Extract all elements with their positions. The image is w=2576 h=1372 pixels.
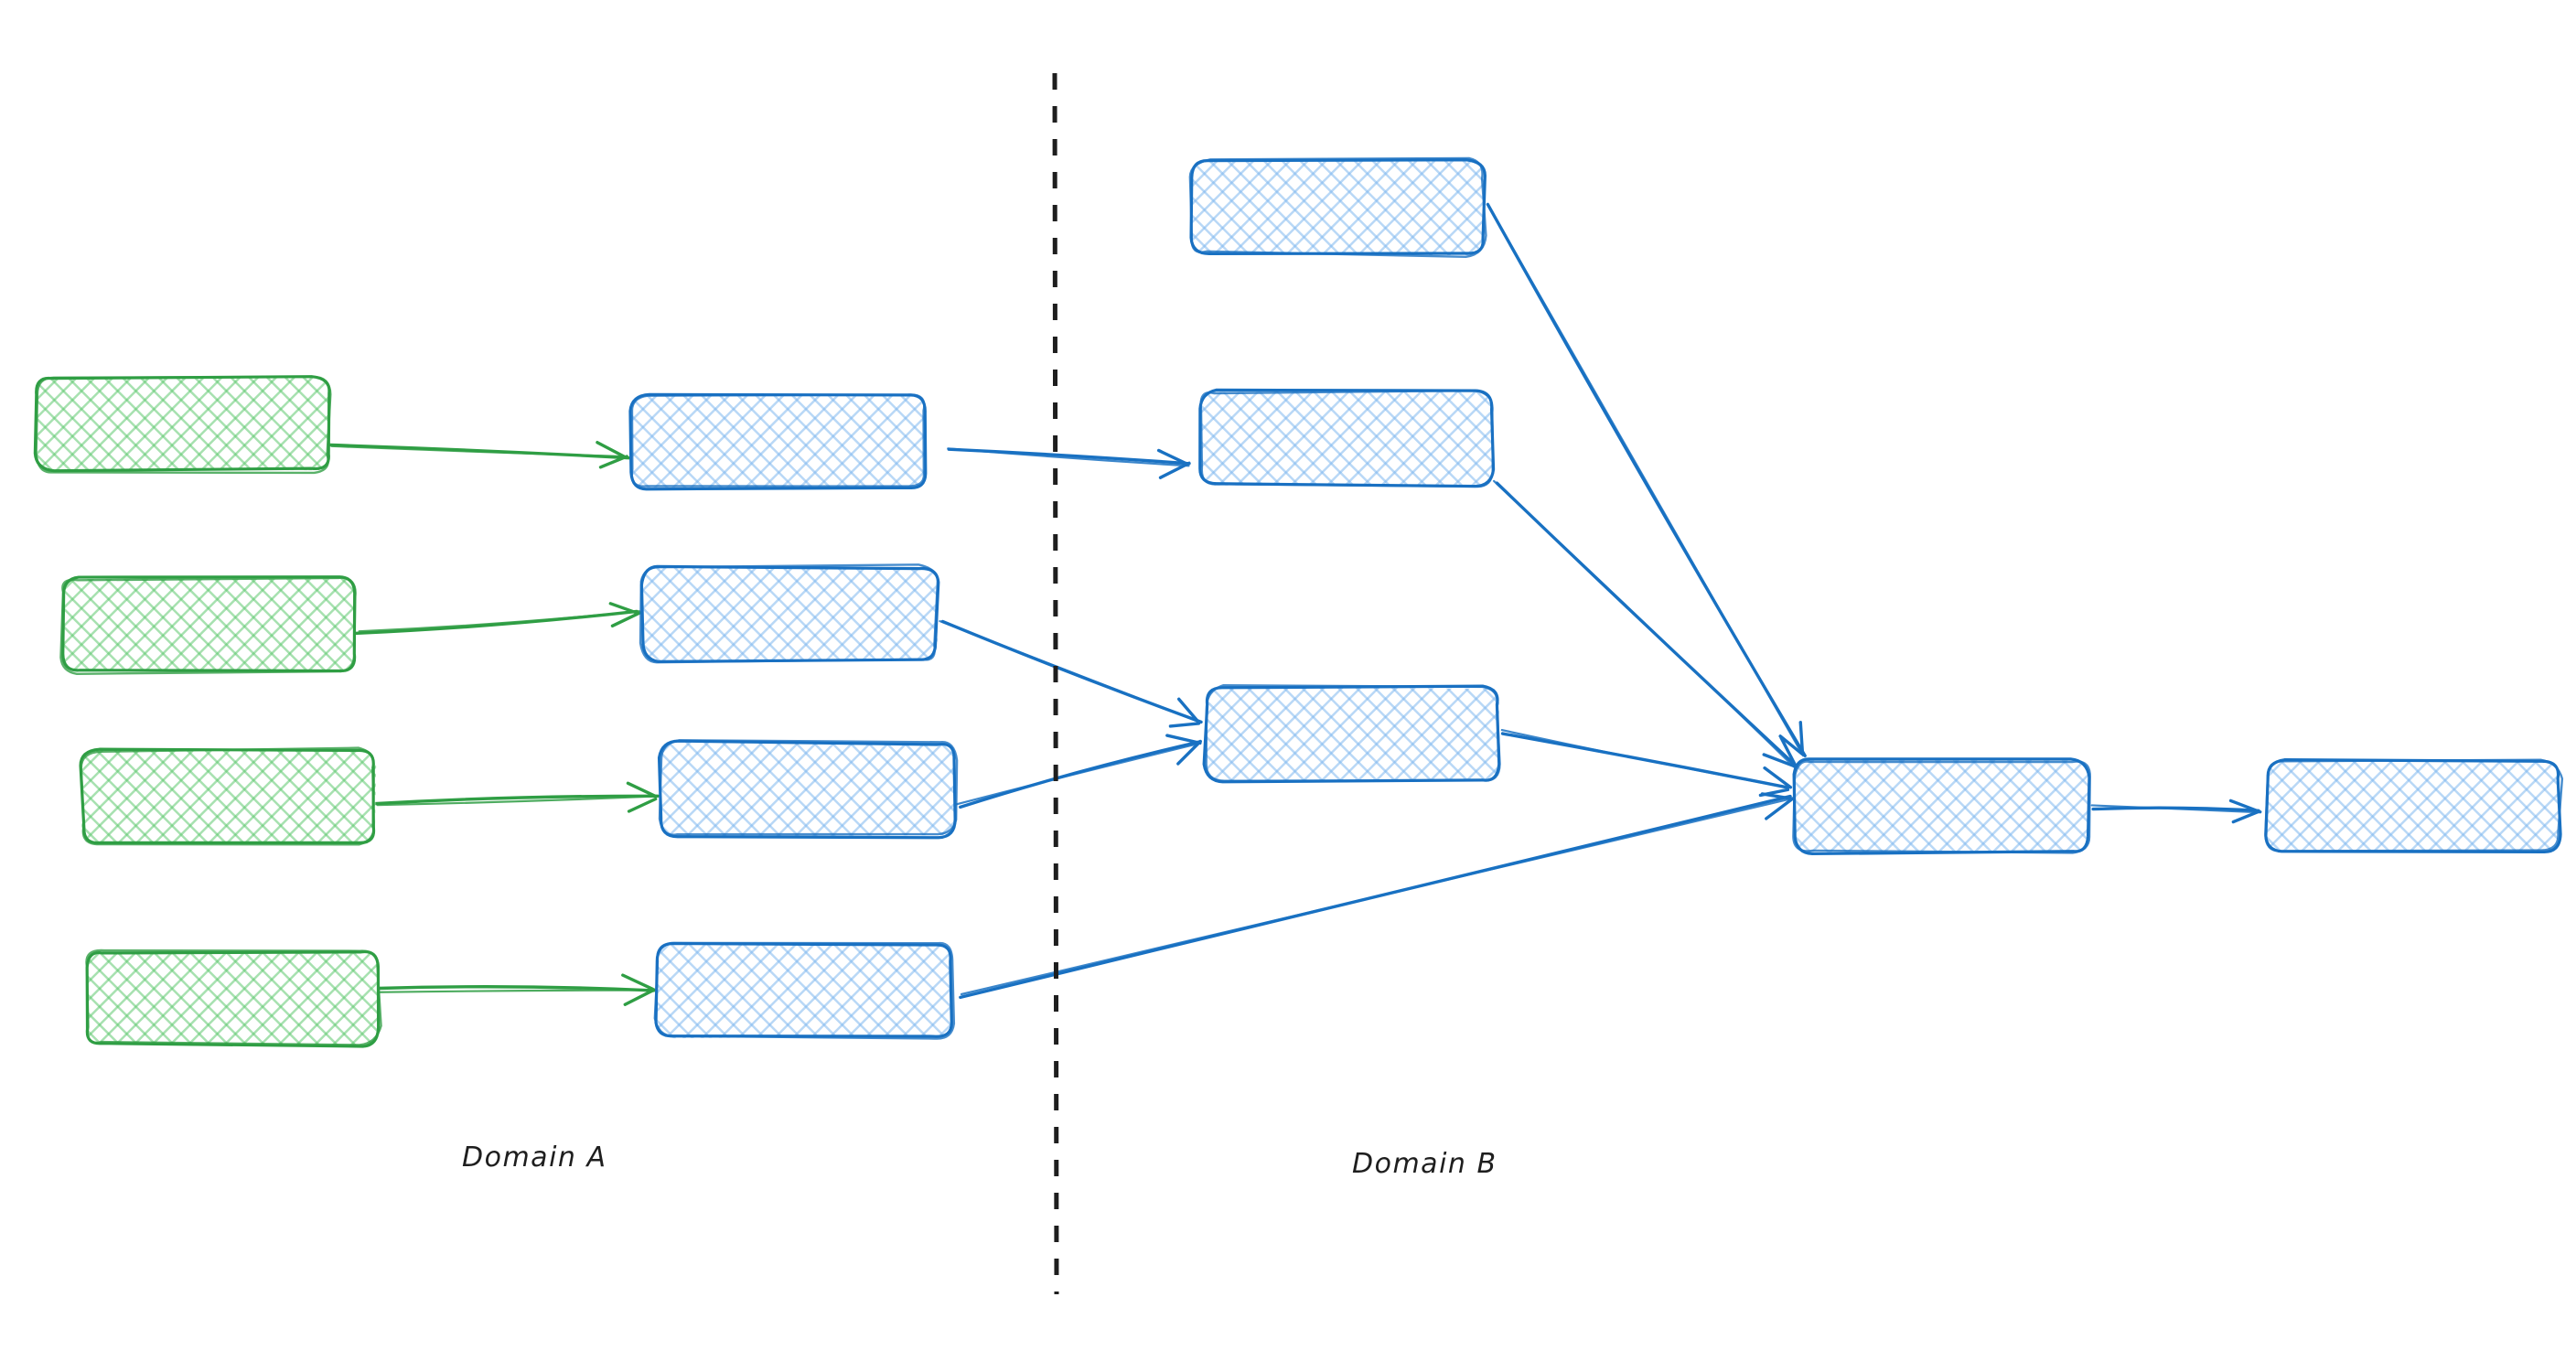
- node-a-src-3[interactable]: [79, 746, 377, 846]
- edge-e9: [1486, 202, 1807, 757]
- node-layer: [33, 156, 2564, 1048]
- node-a-mid-1[interactable]: [628, 392, 928, 491]
- domain-divider-line: [1052, 72, 1059, 1295]
- edge-e7: [955, 734, 1202, 809]
- edge-e12: [2090, 799, 2262, 824]
- node-a-mid-2[interactable]: [639, 563, 940, 664]
- node-b-top[interactable]: [1188, 156, 1487, 259]
- edge-e5: [947, 447, 1191, 479]
- edge-e10: [1493, 479, 1798, 769]
- divider-layer: [1052, 72, 1059, 1295]
- edge-e11: [1500, 728, 1793, 798]
- node-a-mid-3[interactable]: [657, 739, 959, 840]
- edge-e1: [326, 441, 631, 469]
- node-a-src-1[interactable]: [33, 375, 332, 475]
- node-a-mid-4[interactable]: [653, 941, 956, 1040]
- domain-b-label: Domain B: [1352, 1148, 1497, 1180]
- edge-e6: [939, 619, 1203, 728]
- node-a-src-4[interactable]: [85, 949, 382, 1048]
- edge-e3: [373, 781, 660, 813]
- node-b-low[interactable]: [1202, 683, 1501, 784]
- node-b-hub[interactable]: [1792, 757, 2091, 856]
- edge-e2: [353, 602, 642, 636]
- edge-e8: [959, 792, 1795, 1000]
- node-b-out[interactable]: [2264, 758, 2564, 853]
- edge-layer: [326, 202, 2262, 1006]
- edge-e4: [376, 973, 656, 1006]
- domain-a-label: Domain A: [462, 1142, 607, 1174]
- node-b-mid[interactable]: [1198, 388, 1496, 488]
- node-a-src-2[interactable]: [59, 575, 357, 675]
